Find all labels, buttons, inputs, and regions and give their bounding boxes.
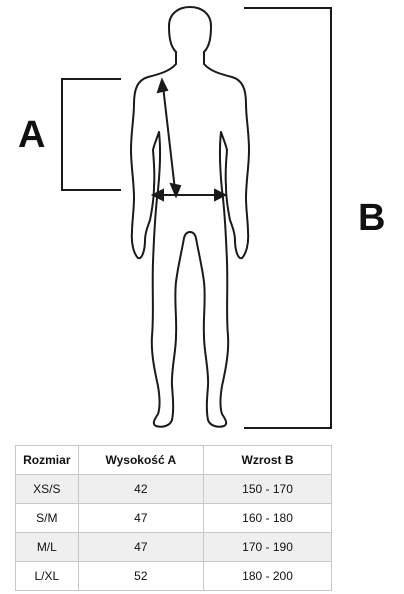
left-side-outline <box>130 51 191 428</box>
arrow-head-right <box>214 188 228 202</box>
bracket-a <box>61 78 121 191</box>
label-a: A <box>18 114 46 156</box>
cell-size: XS/S <box>15 474 79 504</box>
table-row: M/L 47 170 - 190 <box>15 532 332 562</box>
body-measurement-figure: A B <box>18 6 386 429</box>
cell-height-b: 160 - 180 <box>203 503 332 533</box>
cell-size: L/XL <box>15 561 79 591</box>
table-header-row: Rozmiar Wysokość A Wzrost B <box>15 445 332 475</box>
table-row: XS/S 42 150 - 170 <box>15 474 332 504</box>
cell-height-a: 47 <box>77 532 205 562</box>
table-row: S/M 47 160 - 180 <box>15 503 332 533</box>
label-b: B <box>358 197 386 239</box>
header-size: Rozmiar <box>15 445 79 475</box>
measurement-arrows <box>150 77 228 202</box>
human-outline <box>130 6 250 428</box>
cell-height-a: 47 <box>77 503 205 533</box>
human-silhouette-diagram <box>61 6 332 429</box>
cell-height-a: 42 <box>77 474 205 504</box>
arrow-head-bottom <box>169 182 182 199</box>
height-a-line <box>162 85 176 191</box>
right-side-outline <box>189 51 250 428</box>
cell-height-b: 180 - 200 <box>203 561 332 591</box>
arrow-head-top <box>156 77 169 94</box>
head-outline <box>168 6 212 53</box>
cell-size: S/M <box>15 503 79 533</box>
header-height-b: Wzrost B <box>203 445 332 475</box>
table-row: L/XL 52 180 - 200 <box>15 561 332 591</box>
cell-height-b: 170 - 190 <box>203 532 332 562</box>
cell-size: M/L <box>15 532 79 562</box>
cell-height-b: 150 - 170 <box>203 474 332 504</box>
header-height-a: Wysokość A <box>77 445 205 475</box>
bracket-b <box>244 7 332 429</box>
size-chart-table: Rozmiar Wysokość A Wzrost B XS/S 42 150 … <box>15 445 332 591</box>
arrow-head-left <box>150 188 164 202</box>
cell-height-a: 52 <box>77 561 205 591</box>
